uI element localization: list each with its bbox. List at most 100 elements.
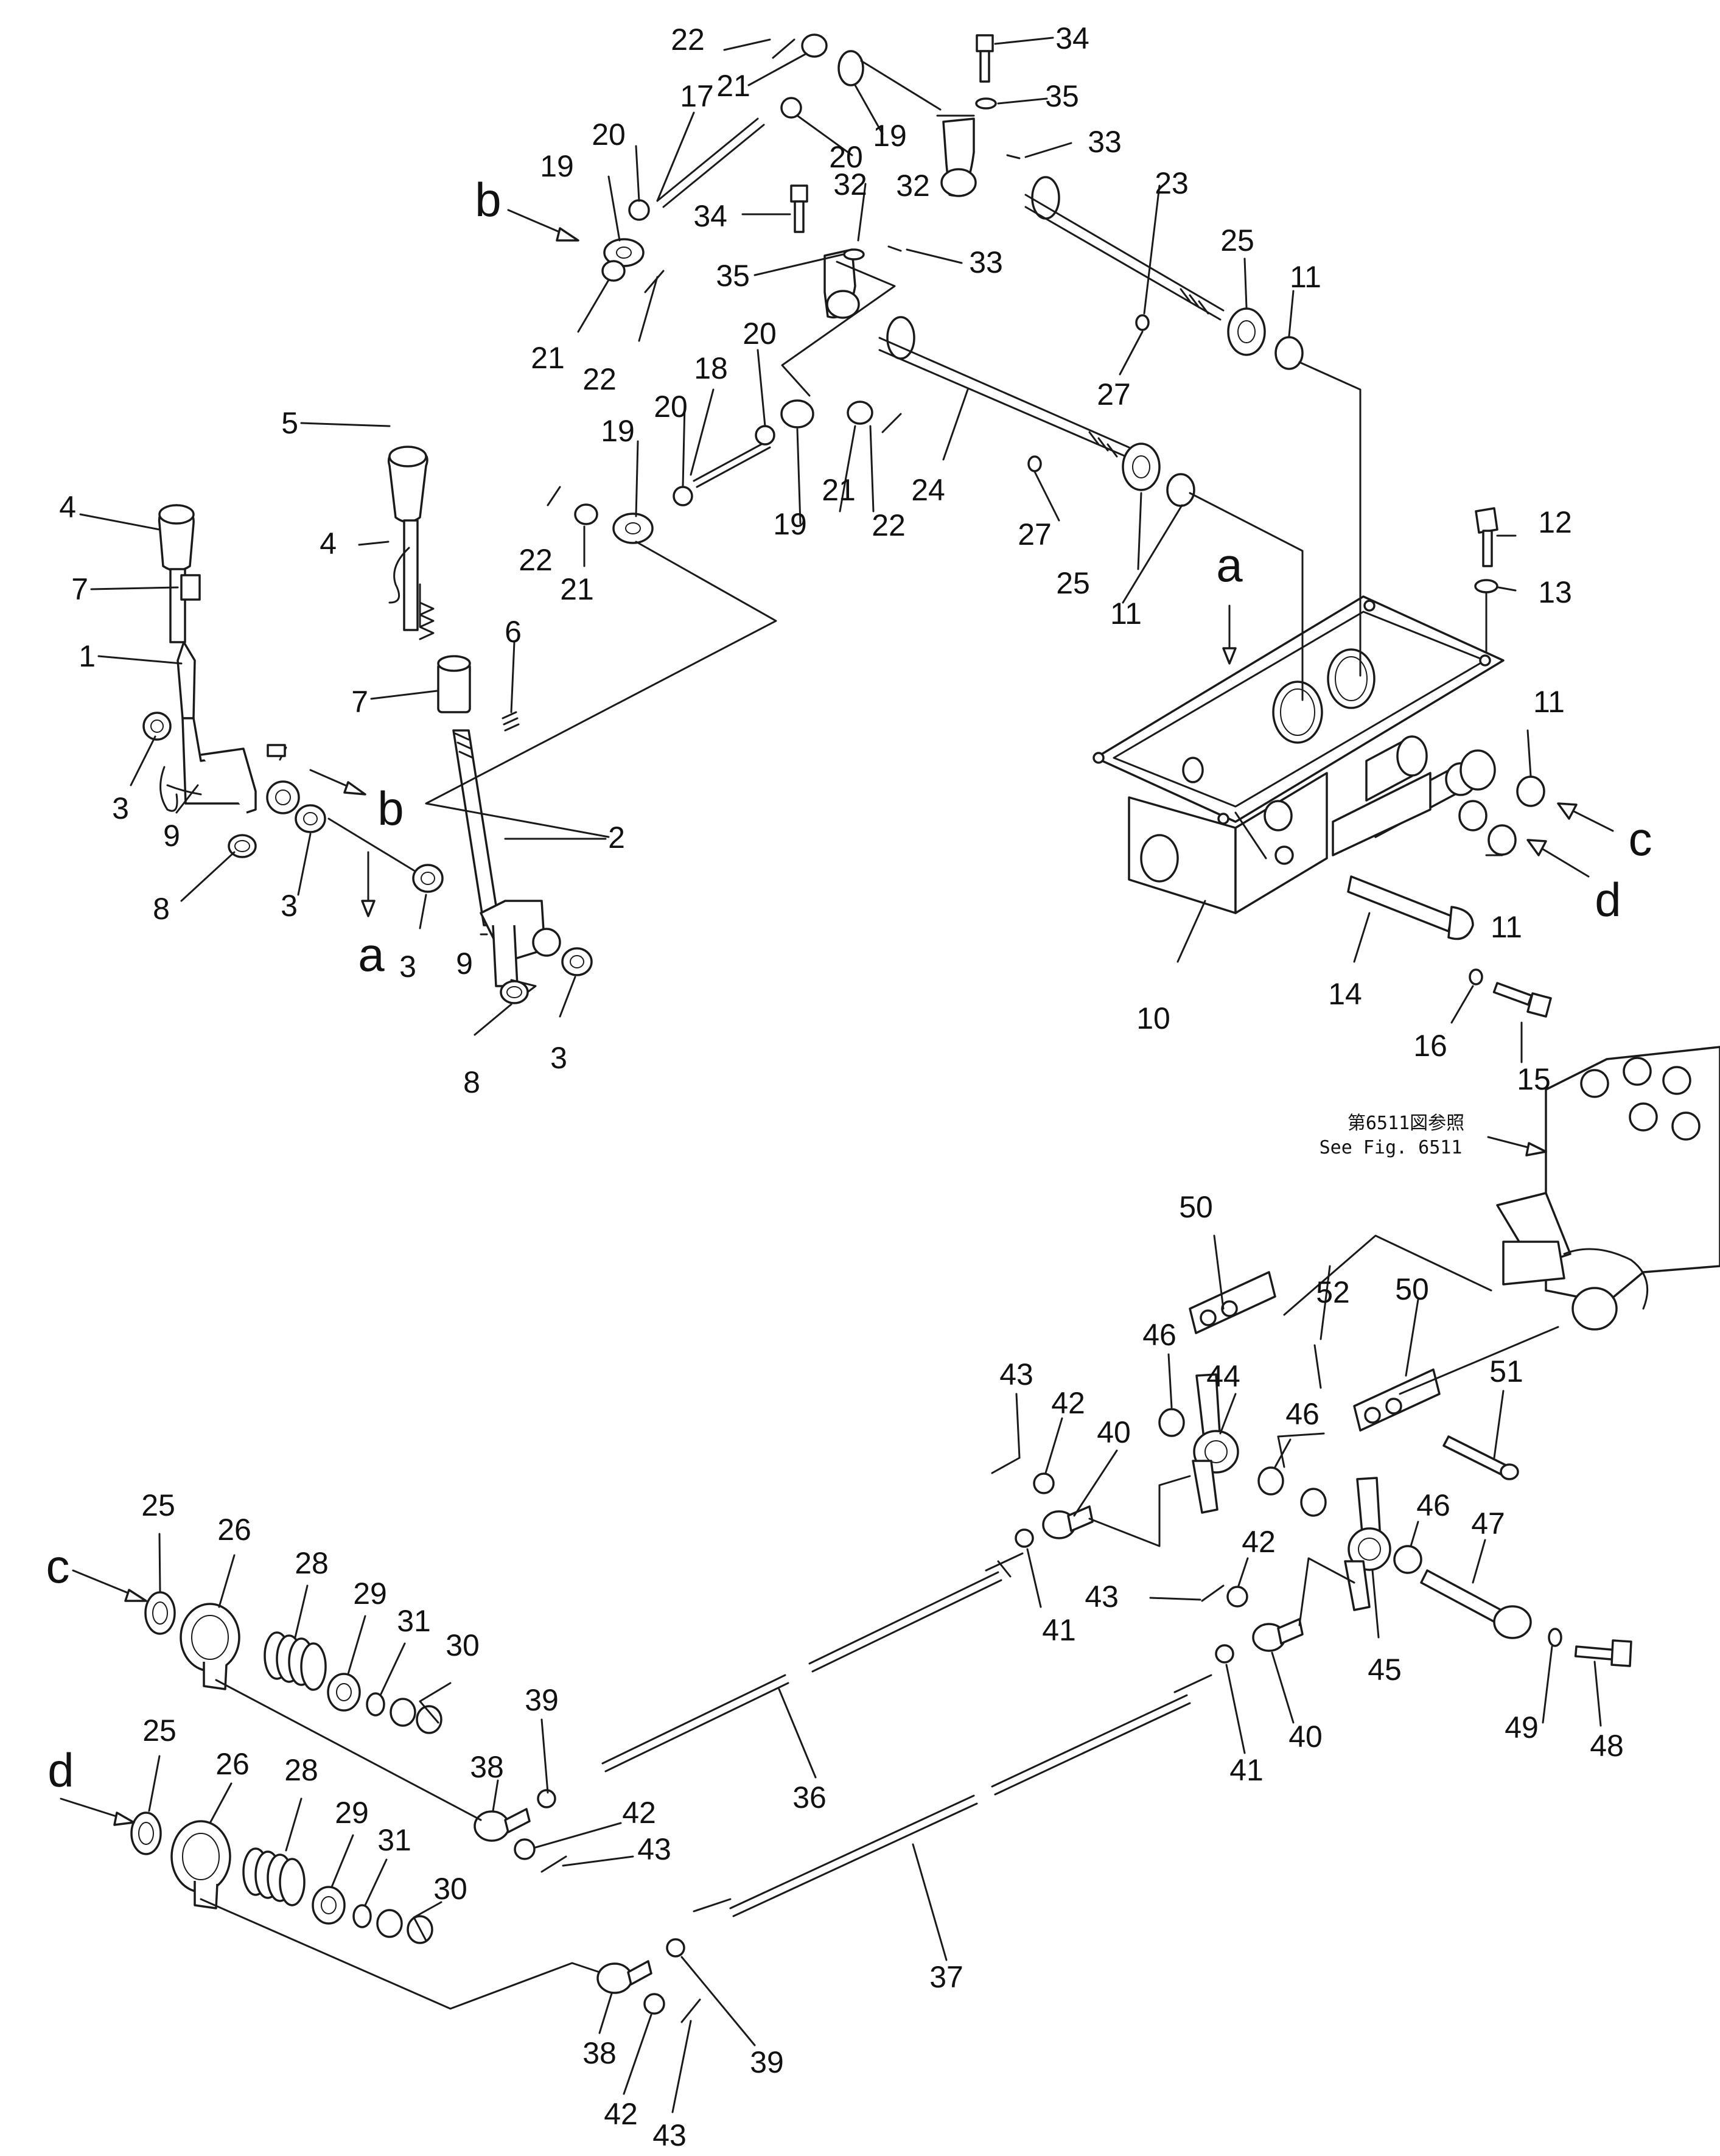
- shaft-23: [1024, 176, 1225, 321]
- nut-21-d: [847, 401, 873, 425]
- bolt-34-middle: [790, 184, 808, 233]
- callout-32-middle: 32: [896, 169, 930, 203]
- callout-14: 14: [1328, 977, 1362, 1011]
- bushing-46-c: [1300, 1488, 1327, 1517]
- label-a-upper: a: [1216, 538, 1243, 592]
- callout-43-d: 43: [652, 2118, 687, 2152]
- callout-5: 5: [281, 406, 298, 440]
- washer-31-d: [352, 1904, 372, 1928]
- rod-end-38-b: [596, 1960, 652, 1994]
- callout-41-b: 41: [1229, 1753, 1264, 1787]
- callout-46-b: 46: [1285, 1397, 1320, 1431]
- callout-17: 17: [680, 79, 714, 113]
- pin-43-a: [991, 1457, 1021, 1474]
- callout-50-b: 50: [1395, 1272, 1429, 1306]
- spring-6: [502, 711, 520, 732]
- callout-43-a: 43: [999, 1357, 1033, 1391]
- bolt-48: [1574, 1639, 1632, 1667]
- rod-end-19-d: [780, 399, 814, 429]
- nut-20-d: [755, 425, 775, 446]
- arrow-a-upper: [1222, 604, 1237, 665]
- callout-39-b: 39: [750, 2045, 784, 2079]
- callout-18: 18: [694, 351, 728, 385]
- callout-23: 23: [1155, 166, 1189, 200]
- callout-37: 37: [929, 1960, 963, 1994]
- bushing-46-d: [1393, 1545, 1422, 1574]
- callout-11-d: 11: [1491, 910, 1522, 944]
- bushing-11-c: [1516, 775, 1545, 807]
- callout-19-a: 19: [540, 149, 574, 183]
- pin-22-a: [644, 38, 795, 293]
- arrow-c-left: [72, 1569, 147, 1602]
- callout-46-c: 46: [1416, 1488, 1450, 1522]
- label-c-right: c: [1629, 812, 1652, 866]
- callout-46-a: 46: [1142, 1318, 1176, 1352]
- callout-28-d: 28: [284, 1753, 318, 1787]
- washer-49: [1548, 1628, 1562, 1647]
- washer-25-d: [130, 1811, 162, 1855]
- callout-45: 45: [1368, 1653, 1402, 1687]
- boot-26-c: [180, 1603, 240, 1690]
- bushing-3-centre-a: [412, 864, 444, 893]
- bushing-8-centre: [500, 980, 529, 1004]
- rod-end-38-a: [474, 1808, 531, 1842]
- callout-7-centre: 7: [351, 685, 368, 719]
- callout-3-left-b: 3: [281, 889, 298, 923]
- washer-25-a: [1227, 307, 1266, 356]
- label-d-right: d: [1595, 873, 1621, 926]
- rod-17: [656, 117, 765, 208]
- callout-32-top: 32: [833, 167, 867, 201]
- housing-10: [1092, 595, 1505, 914]
- callout-50-a: 50: [1179, 1190, 1213, 1224]
- seat-29-c: [327, 1673, 361, 1712]
- callout-24: 24: [911, 473, 945, 507]
- bushing-8-left: [228, 834, 257, 858]
- callout-30-c: 30: [446, 1628, 480, 1662]
- callout-labels: 4 7 1 3 9 8 3 5 4 7 6 2 3 9 8 3 22 21 19…: [59, 21, 1624, 2152]
- nut-20-a: [628, 199, 650, 221]
- callout-42-d: 42: [604, 2097, 638, 2131]
- nut-21-a: [601, 260, 626, 282]
- callout-34-middle: 34: [693, 199, 727, 233]
- callout-33-top: 33: [1088, 125, 1122, 159]
- callout-44: 44: [1206, 1359, 1240, 1393]
- nut-41-b: [1215, 1644, 1234, 1664]
- see-fig-leader: [1487, 1136, 1547, 1157]
- rod-end-19-b: [837, 50, 864, 86]
- rod-end-19-c: [612, 513, 654, 544]
- arrow-a-lower: [361, 851, 376, 917]
- lever-45: [1344, 1477, 1391, 1611]
- nut-42-b: [1226, 1586, 1248, 1608]
- boot-26-d: [170, 1820, 231, 1909]
- nut-20-b: [780, 97, 802, 119]
- callout-13: 13: [1538, 575, 1572, 609]
- callout-29-d: 29: [335, 1796, 369, 1830]
- washer-35-a: [975, 97, 997, 110]
- callout-51: 51: [1489, 1354, 1523, 1388]
- callout-35-top: 35: [1045, 79, 1079, 113]
- callout-28-c: 28: [295, 1546, 329, 1580]
- callout-16: 16: [1413, 1029, 1447, 1063]
- callout-42-b: 42: [1242, 1525, 1276, 1559]
- lever-1-assembly: [158, 504, 257, 814]
- bolt-9-left-head: [267, 744, 286, 757]
- lever-2-assembly: [387, 446, 435, 640]
- arrow-b-lower: [309, 769, 366, 796]
- washer-13: [1474, 579, 1498, 593]
- nut-39-a: [537, 1789, 556, 1808]
- pin-43-b: [1201, 1584, 1225, 1602]
- arrow-b-upper: [507, 209, 579, 242]
- pin-43-c: [540, 1855, 567, 1873]
- label-b-upper: b: [475, 173, 501, 226]
- callout-29-c: 29: [353, 1577, 387, 1611]
- callout-38-a: 38: [470, 1750, 504, 1784]
- callout-21-c: 21: [560, 572, 594, 606]
- pin-43-d: [680, 1998, 701, 2023]
- valve-body-6511: [1496, 1046, 1720, 1331]
- leader-lines: [79, 37, 1602, 2113]
- nut-21-c: [574, 503, 598, 525]
- bushing-3-left-c: [295, 804, 326, 833]
- callout-31-d: 31: [377, 1823, 411, 1857]
- bushing-3-centre-b: [561, 947, 593, 976]
- seat-29-d: [312, 1886, 346, 1925]
